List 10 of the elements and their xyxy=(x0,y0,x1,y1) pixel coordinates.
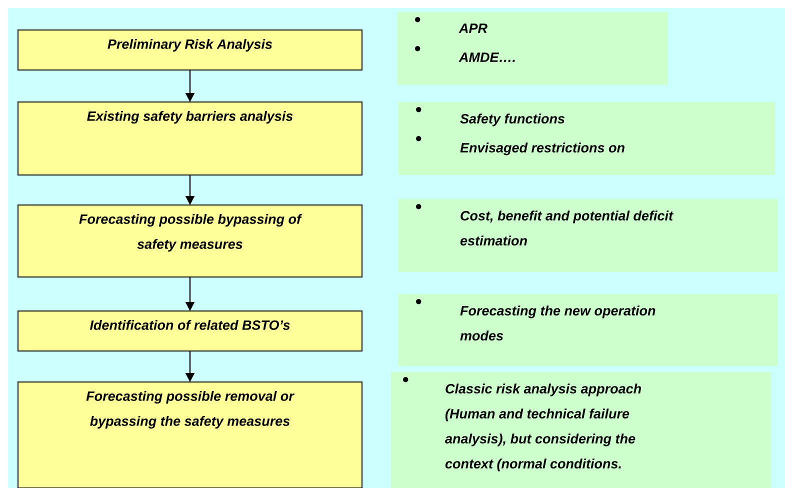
step-box: Forecasting possible bypassing of safety measures xyxy=(18,204,362,278)
step-box: Forecasting possible removal or bypassing the safety measures xyxy=(18,382,362,488)
bullet-list-box: APR AMDE…. xyxy=(397,12,668,85)
step-box: Preliminary Risk Analysis xyxy=(18,30,362,70)
bullet-list-box: Cost, benefit and potential deficit estimation xyxy=(398,199,778,272)
bullet-list-box: Forecasting the new operation modes xyxy=(398,294,778,366)
bullet-list-box: Classic risk analysis approach (Human and technical failure analysis), but considering the context (normal conditions. xyxy=(391,372,771,488)
step-box: Existing safety barriers analysis xyxy=(18,102,362,176)
step-box: Identification of related BSTO’s xyxy=(18,310,362,352)
bullet-list-box: Safety functions Envisaged restrictions on xyxy=(398,102,775,175)
